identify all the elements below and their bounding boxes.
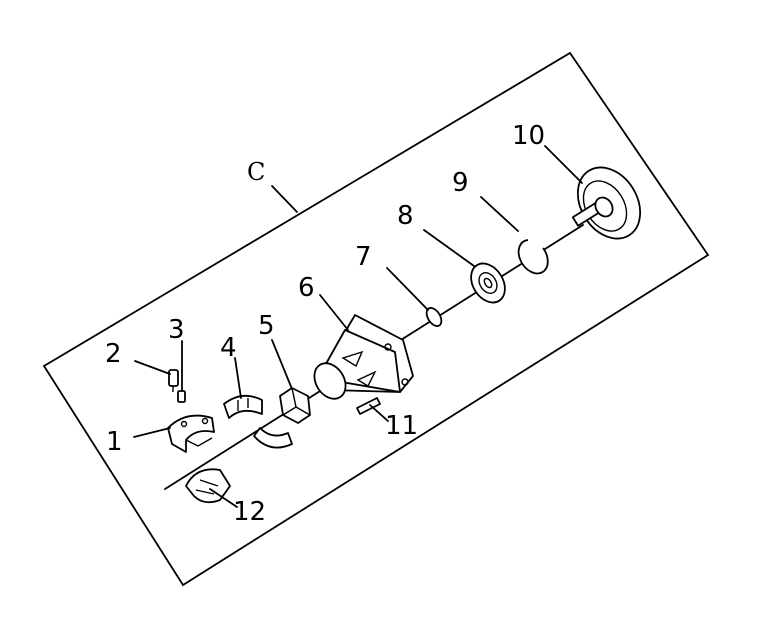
leader-5 bbox=[271, 339, 293, 390]
part-4-clamp-upper bbox=[223, 394, 263, 419]
part-6-clutch-housing bbox=[313, 314, 414, 400]
part-5-nut bbox=[279, 387, 311, 424]
part-11-bolt bbox=[356, 397, 381, 415]
part-8-bearing bbox=[470, 262, 506, 304]
leader-2 bbox=[134, 360, 171, 375]
part-1-bracket bbox=[167, 414, 215, 453]
part-10-clutch-drum bbox=[571, 166, 642, 240]
part-2-screw bbox=[168, 369, 179, 392]
part-label-7: 7 bbox=[355, 242, 372, 272]
part-4-clamp-lower bbox=[253, 427, 293, 449]
part-label-12: 12 bbox=[233, 497, 266, 527]
leader-10 bbox=[544, 145, 583, 184]
part-label-4: 4 bbox=[220, 333, 237, 363]
leader-8 bbox=[423, 229, 475, 267]
part-label-6: 6 bbox=[298, 273, 315, 303]
part-label-1: 1 bbox=[106, 427, 123, 457]
part-3-screw bbox=[177, 390, 186, 403]
part-label-9: 9 bbox=[452, 168, 469, 198]
assembly-frame bbox=[42, 51, 710, 587]
leader-12 bbox=[209, 488, 238, 508]
part-9-snap-ring bbox=[517, 239, 549, 275]
leader-4 bbox=[234, 357, 242, 399]
part-7-washer bbox=[425, 307, 443, 327]
assembly-leader bbox=[271, 185, 298, 213]
leader-9 bbox=[480, 196, 519, 232]
part-label-5: 5 bbox=[258, 311, 275, 341]
leader-6 bbox=[319, 294, 349, 331]
assembly-label: C bbox=[247, 158, 265, 186]
part-label-10: 10 bbox=[512, 121, 545, 151]
part-label-2: 2 bbox=[105, 339, 122, 369]
part-label-3: 3 bbox=[168, 315, 185, 345]
leader-1 bbox=[133, 427, 171, 438]
part-label-11: 11 bbox=[385, 411, 418, 441]
part-label-8: 8 bbox=[397, 201, 414, 231]
leader-11 bbox=[369, 404, 389, 422]
leader-7 bbox=[386, 267, 429, 311]
